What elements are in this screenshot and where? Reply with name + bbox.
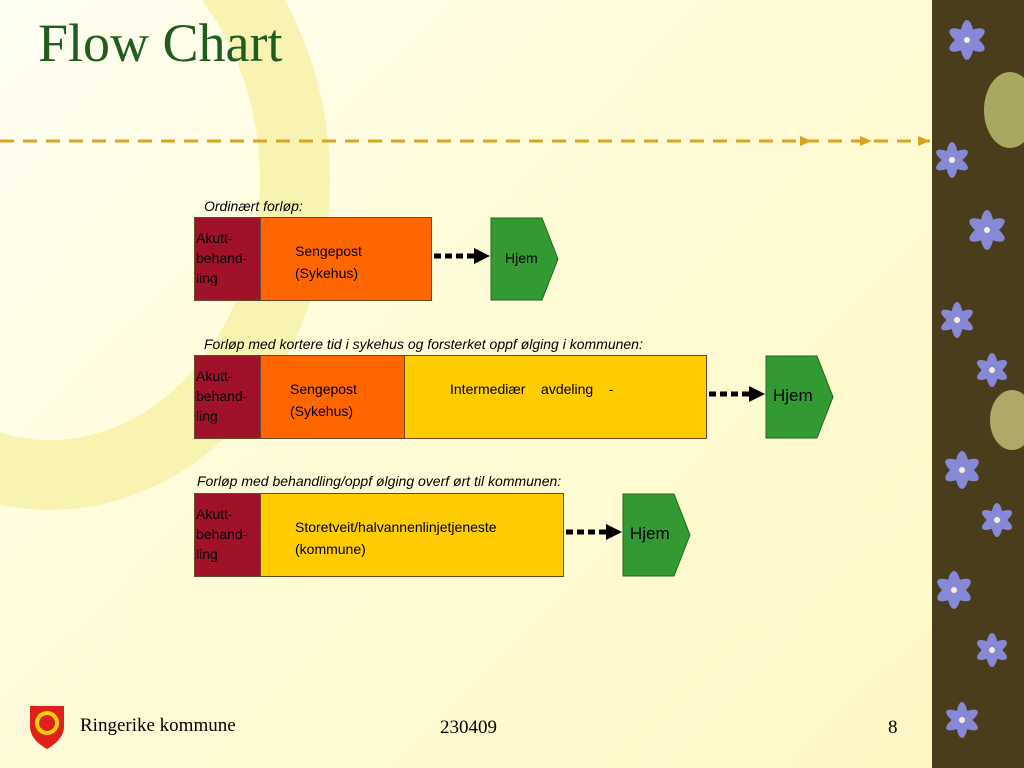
hjem-label: Hjem bbox=[505, 250, 538, 266]
hjem-label: Hjem bbox=[630, 524, 670, 543]
flow-label-kommune: Forløp med behandling/oppf ølging overf … bbox=[197, 473, 562, 489]
dotted-arrow bbox=[434, 248, 490, 264]
dotted-arrow bbox=[709, 386, 765, 402]
intermediaer-box: Intermediær avdeling - bbox=[404, 355, 707, 439]
akutt-label: Akutt- behand- ling bbox=[196, 230, 248, 286]
akutt-box: Akutt- behand- ling bbox=[194, 217, 262, 301]
akutt-label: Akutt- behand- ling bbox=[196, 506, 248, 562]
flow-label-kortere: Forløp med kortere tid i sykehus og fors… bbox=[204, 336, 643, 352]
sengepost-label: Sengepost (Sykehus) bbox=[295, 243, 362, 281]
hjem-label: Hjem bbox=[773, 386, 813, 405]
footer-date: 230409 bbox=[440, 717, 497, 738]
footer-organization: Ringerike kommune bbox=[80, 715, 236, 736]
hjem-shape bbox=[765, 355, 834, 439]
hjem-shape bbox=[490, 217, 559, 301]
intermediaer-label: Intermediær avdeling - bbox=[450, 381, 614, 397]
sengepost-box: Sengepost (Sykehus) bbox=[260, 217, 432, 301]
decorative-dashed-line bbox=[0, 136, 930, 146]
slide-title: Flow Chart bbox=[38, 13, 283, 73]
akutt-label: Akutt- behand- ling bbox=[196, 368, 248, 424]
akutt-box: Akutt- behand- ling bbox=[194, 493, 262, 577]
storetveit-box: Storetveit/halvannenlinjetjeneste (kommu… bbox=[260, 493, 564, 577]
sengepost-box: Sengepost (Sykehus) bbox=[260, 355, 406, 439]
flow-label-ordinaert: Ordinært forløp: bbox=[204, 198, 303, 214]
footer-page-number: 8 bbox=[888, 717, 898, 738]
sengepost-label: Sengepost (Sykehus) bbox=[290, 381, 357, 419]
flower-photo bbox=[932, 0, 1024, 768]
storetveit-label: Storetveit/halvannenlinjetjeneste (kommu… bbox=[295, 519, 497, 557]
dotted-arrow bbox=[566, 524, 622, 540]
akutt-box: Akutt- behand- ling bbox=[194, 355, 262, 439]
hjem-shape bbox=[622, 493, 691, 577]
ringerike-coat-of-arms-icon bbox=[30, 706, 64, 749]
